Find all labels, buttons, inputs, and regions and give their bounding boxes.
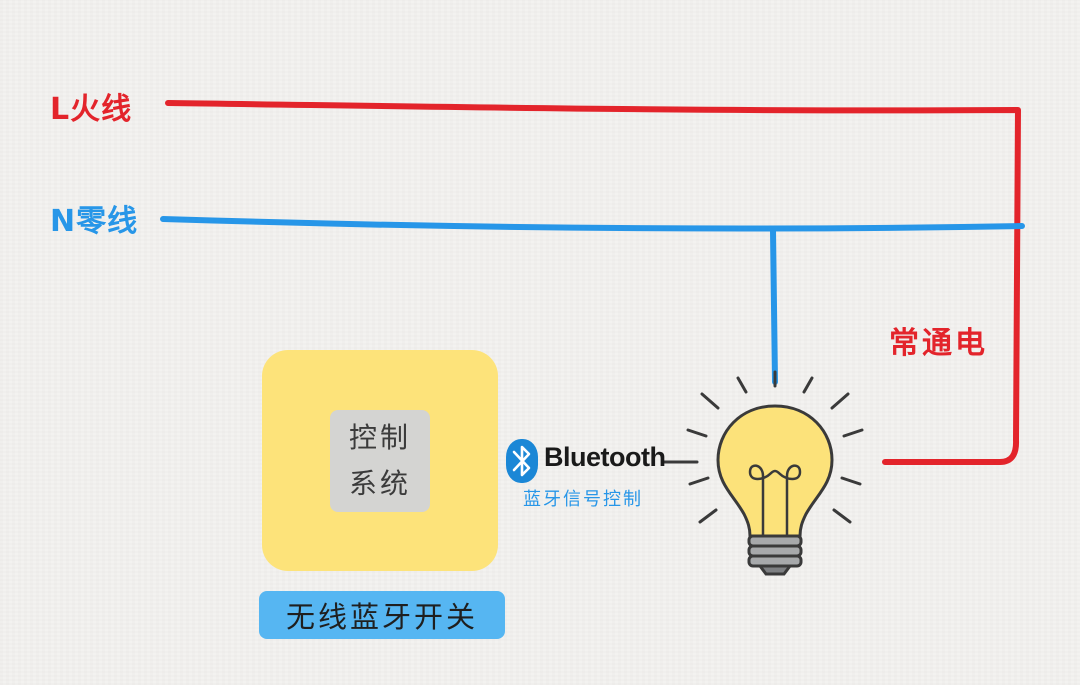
bluetooth-signal-caption: 蓝牙信号控制 bbox=[523, 489, 643, 510]
bluetooth-icon bbox=[506, 439, 538, 483]
live-wire-label: L火线 bbox=[50, 92, 133, 127]
light-rays bbox=[686, 370, 864, 524]
wireless-switch-body: 控制 系统 bbox=[262, 350, 498, 571]
wireless-switch-label: 无线蓝牙开关 bbox=[259, 591, 505, 639]
bluetooth-wordmark: Bluetooth bbox=[544, 442, 666, 472]
live-wire bbox=[165, 100, 1021, 465]
neutral-wire bbox=[160, 216, 1025, 232]
neutral-drop-wire bbox=[770, 228, 778, 385]
light-bulb-icon bbox=[686, 370, 864, 576]
control-system-box: 控制 系统 bbox=[330, 410, 430, 512]
neutral-wire-label: N零线 bbox=[50, 204, 139, 239]
control-system-line1: 控制 bbox=[348, 421, 411, 454]
control-system-line2: 系统 bbox=[348, 467, 411, 500]
bulb-base bbox=[747, 534, 803, 576]
bulb-filament bbox=[748, 464, 802, 536]
always-powered-label: 常通电 bbox=[889, 326, 988, 361]
